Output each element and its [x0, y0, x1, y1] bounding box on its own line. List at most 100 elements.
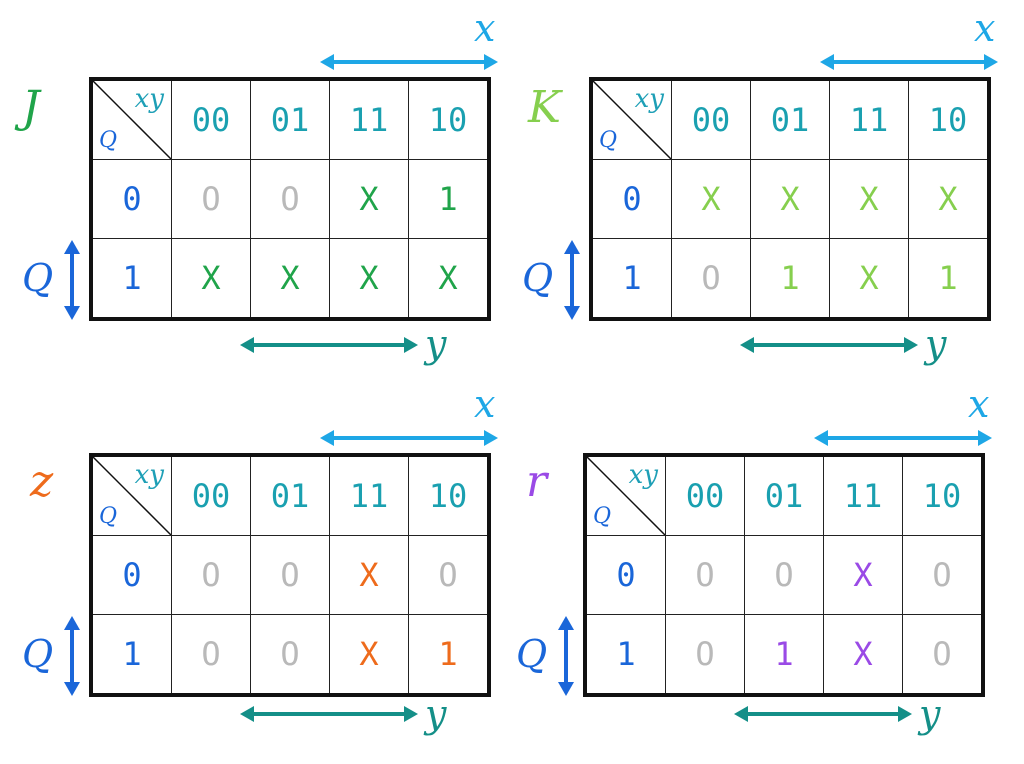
corner-cell: xy Q [590, 78, 672, 160]
map-cell: O [665, 614, 745, 696]
map-cell: O [744, 535, 824, 615]
column-header: 01 [250, 78, 330, 160]
column-header: 00 [171, 78, 251, 160]
x-axis-arrow [820, 54, 998, 70]
y-axis-arrow [240, 706, 418, 722]
row-header: 1 [584, 614, 666, 696]
map-cell: 1 [750, 238, 830, 320]
map-cell: X [250, 238, 330, 320]
column-header: 00 [171, 454, 251, 536]
x-axis-label: x [968, 382, 990, 426]
row-header: 0 [590, 159, 672, 239]
map-cell: O [250, 535, 330, 615]
kmap-z: z xy Q 00 01 11 10 0 O O X O 1 O O X 1 [0, 376, 512, 764]
corner-xy-label: xy [134, 460, 164, 490]
column-header: 10 [908, 78, 990, 160]
map-cell: X [171, 238, 251, 320]
q-axis-arrow [558, 616, 574, 696]
column-header: 00 [665, 454, 745, 536]
map-cell: O [171, 535, 251, 615]
q-axis-arrow [64, 240, 80, 320]
y-axis-label: y [925, 322, 947, 366]
corner-q-label: Q [593, 504, 612, 529]
q-axis-arrow [564, 240, 580, 320]
column-header: 11 [829, 78, 909, 160]
column-header: 01 [750, 78, 830, 160]
x-axis-arrow [320, 430, 498, 446]
karnaugh-grid: xy Q 00 01 11 10 0 O O X 1 1 X X X X [89, 77, 491, 321]
corner-q-label: Q [599, 128, 618, 153]
map-cell: X [329, 614, 409, 696]
function-label: z [30, 456, 54, 507]
row-header: 1 [90, 238, 172, 320]
column-header: 11 [329, 78, 409, 160]
x-axis-label: x [474, 6, 496, 50]
column-header: 00 [671, 78, 751, 160]
map-cell: O [665, 535, 745, 615]
map-cell: O [171, 614, 251, 696]
y-axis-label: y [919, 692, 941, 736]
y-axis-arrow [734, 706, 912, 722]
map-cell: O [671, 238, 751, 320]
row-header: 1 [90, 614, 172, 696]
corner-q-label: Q [99, 128, 118, 153]
map-cell: O [250, 159, 330, 239]
column-header: 11 [329, 454, 409, 536]
q-axis-label: Q [522, 256, 554, 300]
map-cell: X [329, 159, 409, 239]
map-cell: X [829, 159, 909, 239]
kmap-r: r xy Q 00 01 11 10 0 O O X O 1 O 1 X O [494, 376, 1024, 764]
row-header: 1 [590, 238, 672, 320]
y-axis-arrow [740, 337, 918, 353]
karnaugh-grid: xy Q 00 01 11 10 0 O O X O 1 O O X 1 [89, 453, 491, 697]
corner-xy-label: xy [628, 460, 658, 490]
corner-xy-label: xy [134, 84, 164, 114]
map-cell: O [250, 614, 330, 696]
map-cell: X [823, 535, 903, 615]
column-header: 10 [902, 454, 984, 536]
map-cell: 1 [408, 614, 490, 696]
map-cell: X [671, 159, 751, 239]
q-axis-label: Q [22, 256, 54, 300]
corner-q-label: Q [99, 504, 118, 529]
map-cell: X [329, 238, 409, 320]
map-cell: X [329, 535, 409, 615]
row-header: 0 [90, 159, 172, 239]
map-cell: X [750, 159, 830, 239]
y-axis-label: y [425, 692, 447, 736]
q-axis-label: Q [516, 632, 548, 676]
x-axis-arrow [320, 54, 498, 70]
column-header: 01 [250, 454, 330, 536]
column-header: 10 [408, 454, 490, 536]
map-cell: 1 [408, 159, 490, 239]
row-header: 0 [90, 535, 172, 615]
map-cell: O [902, 614, 984, 696]
x-axis-label: x [474, 382, 496, 426]
function-label: K [528, 82, 561, 133]
karnaugh-grid: xy Q 00 01 11 10 0 X X X X 1 O 1 X 1 [589, 77, 991, 321]
column-header: 11 [823, 454, 903, 536]
map-cell: O [171, 159, 251, 239]
x-axis-arrow [814, 430, 992, 446]
map-cell: 1 [908, 238, 990, 320]
corner-cell: xy Q [90, 78, 172, 160]
map-cell: 1 [744, 614, 824, 696]
y-axis-label: y [425, 322, 447, 366]
map-cell: O [902, 535, 984, 615]
row-header: 0 [584, 535, 666, 615]
kmap-k: K xy Q 00 01 11 10 0 X X X X 1 O 1 X 1 [500, 0, 1024, 382]
function-label: J [22, 82, 40, 133]
map-cell: X [829, 238, 909, 320]
corner-cell: xy Q [90, 454, 172, 536]
karnaugh-grid: xy Q 00 01 11 10 0 O O X O 1 O 1 X O [583, 453, 985, 697]
map-cell: X [908, 159, 990, 239]
x-axis-label: x [974, 6, 996, 50]
corner-xy-label: xy [634, 84, 664, 114]
column-header: 01 [744, 454, 824, 536]
map-cell: X [408, 238, 490, 320]
q-axis-label: Q [22, 632, 54, 676]
column-header: 10 [408, 78, 490, 160]
function-label: r [526, 456, 548, 507]
q-axis-arrow [64, 616, 80, 696]
map-cell: X [823, 614, 903, 696]
